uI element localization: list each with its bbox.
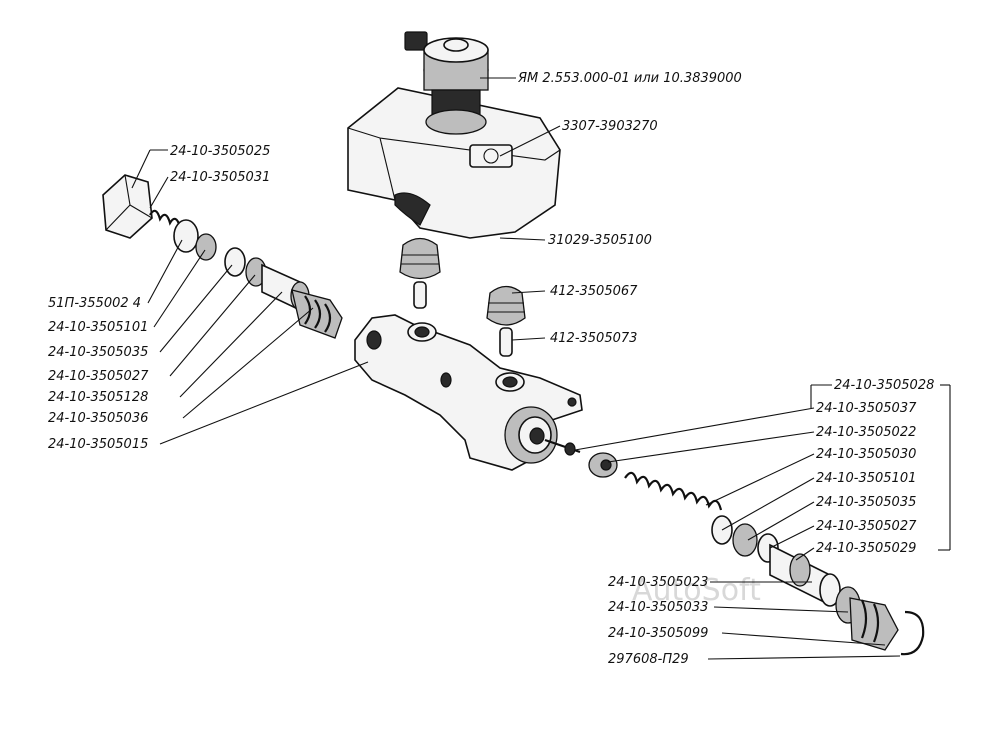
pushrod (544, 438, 581, 456)
label-cap-sensor: ЯМ 2.553.000-01 или 10.3839000 (517, 71, 742, 86)
label-valve-073: 412-3505073 (550, 331, 637, 346)
left-sleeve (291, 289, 343, 339)
label-body: 24-10-3505015 (48, 437, 148, 452)
reservoir-tank (347, 87, 561, 239)
label-left-101: 24-10-3505101 (48, 320, 148, 335)
label-right-030: 24-10-3505030 (816, 447, 916, 462)
label-valve-067: 412-3505067 (550, 284, 638, 299)
label-group-028: 24-10-3505028 (834, 378, 934, 393)
right-seal-1 (732, 523, 758, 557)
reservoir-cap-sensor (404, 31, 489, 135)
label-right-023: 24-10-3505023 (608, 575, 708, 590)
cylinder-body (354, 314, 583, 471)
label-plug: 24-10-3505025 (170, 144, 270, 159)
label-spring-left: 24-10-3505031 (170, 170, 270, 185)
label-ring: 297608-П29 (608, 652, 689, 667)
part-labels: ЯМ 2.553.000-01 или 10.3839000 3307-3903… (48, 71, 934, 667)
right-piston (769, 543, 841, 607)
label-right-027: 24-10-3505027 (816, 519, 917, 534)
label-reservoir: 31029-3505100 (548, 233, 652, 248)
left-seal-1 (224, 247, 246, 277)
valve-upper (399, 237, 441, 309)
label-right-101: 24-10-3505101 (816, 471, 916, 486)
retaining-ring (900, 610, 925, 656)
label-right-035: 24-10-3505035 (816, 495, 916, 510)
left-spring-small (149, 209, 182, 228)
label-left-128: 24-10-3505128 (48, 390, 148, 405)
label-right-029: 24-10-3505029 (816, 541, 916, 556)
label-right-037: 24-10-3505037 (816, 401, 917, 416)
right-cup (588, 452, 618, 478)
label-nut: 51П-355002 4 (48, 296, 141, 311)
right-boot (849, 597, 899, 651)
label-cap-bottom: 3307-3903270 (562, 119, 658, 134)
left-washer-2 (195, 233, 217, 261)
leader-lines (131, 77, 951, 660)
label-left-027: 24-10-3505027 (48, 369, 149, 384)
label-right-099: 24-10-3505099 (608, 626, 708, 641)
label-left-035: 24-10-3505035 (48, 345, 148, 360)
label-right-022: 24-10-3505022 (816, 425, 916, 440)
label-left-036: 24-10-3505036 (48, 411, 148, 426)
watermark: AutoSoft (632, 573, 761, 608)
plug-hex (102, 174, 153, 239)
valve-lower (486, 285, 526, 357)
label-right-033: 24-10-3505033 (608, 600, 708, 615)
right-spring (624, 471, 723, 511)
